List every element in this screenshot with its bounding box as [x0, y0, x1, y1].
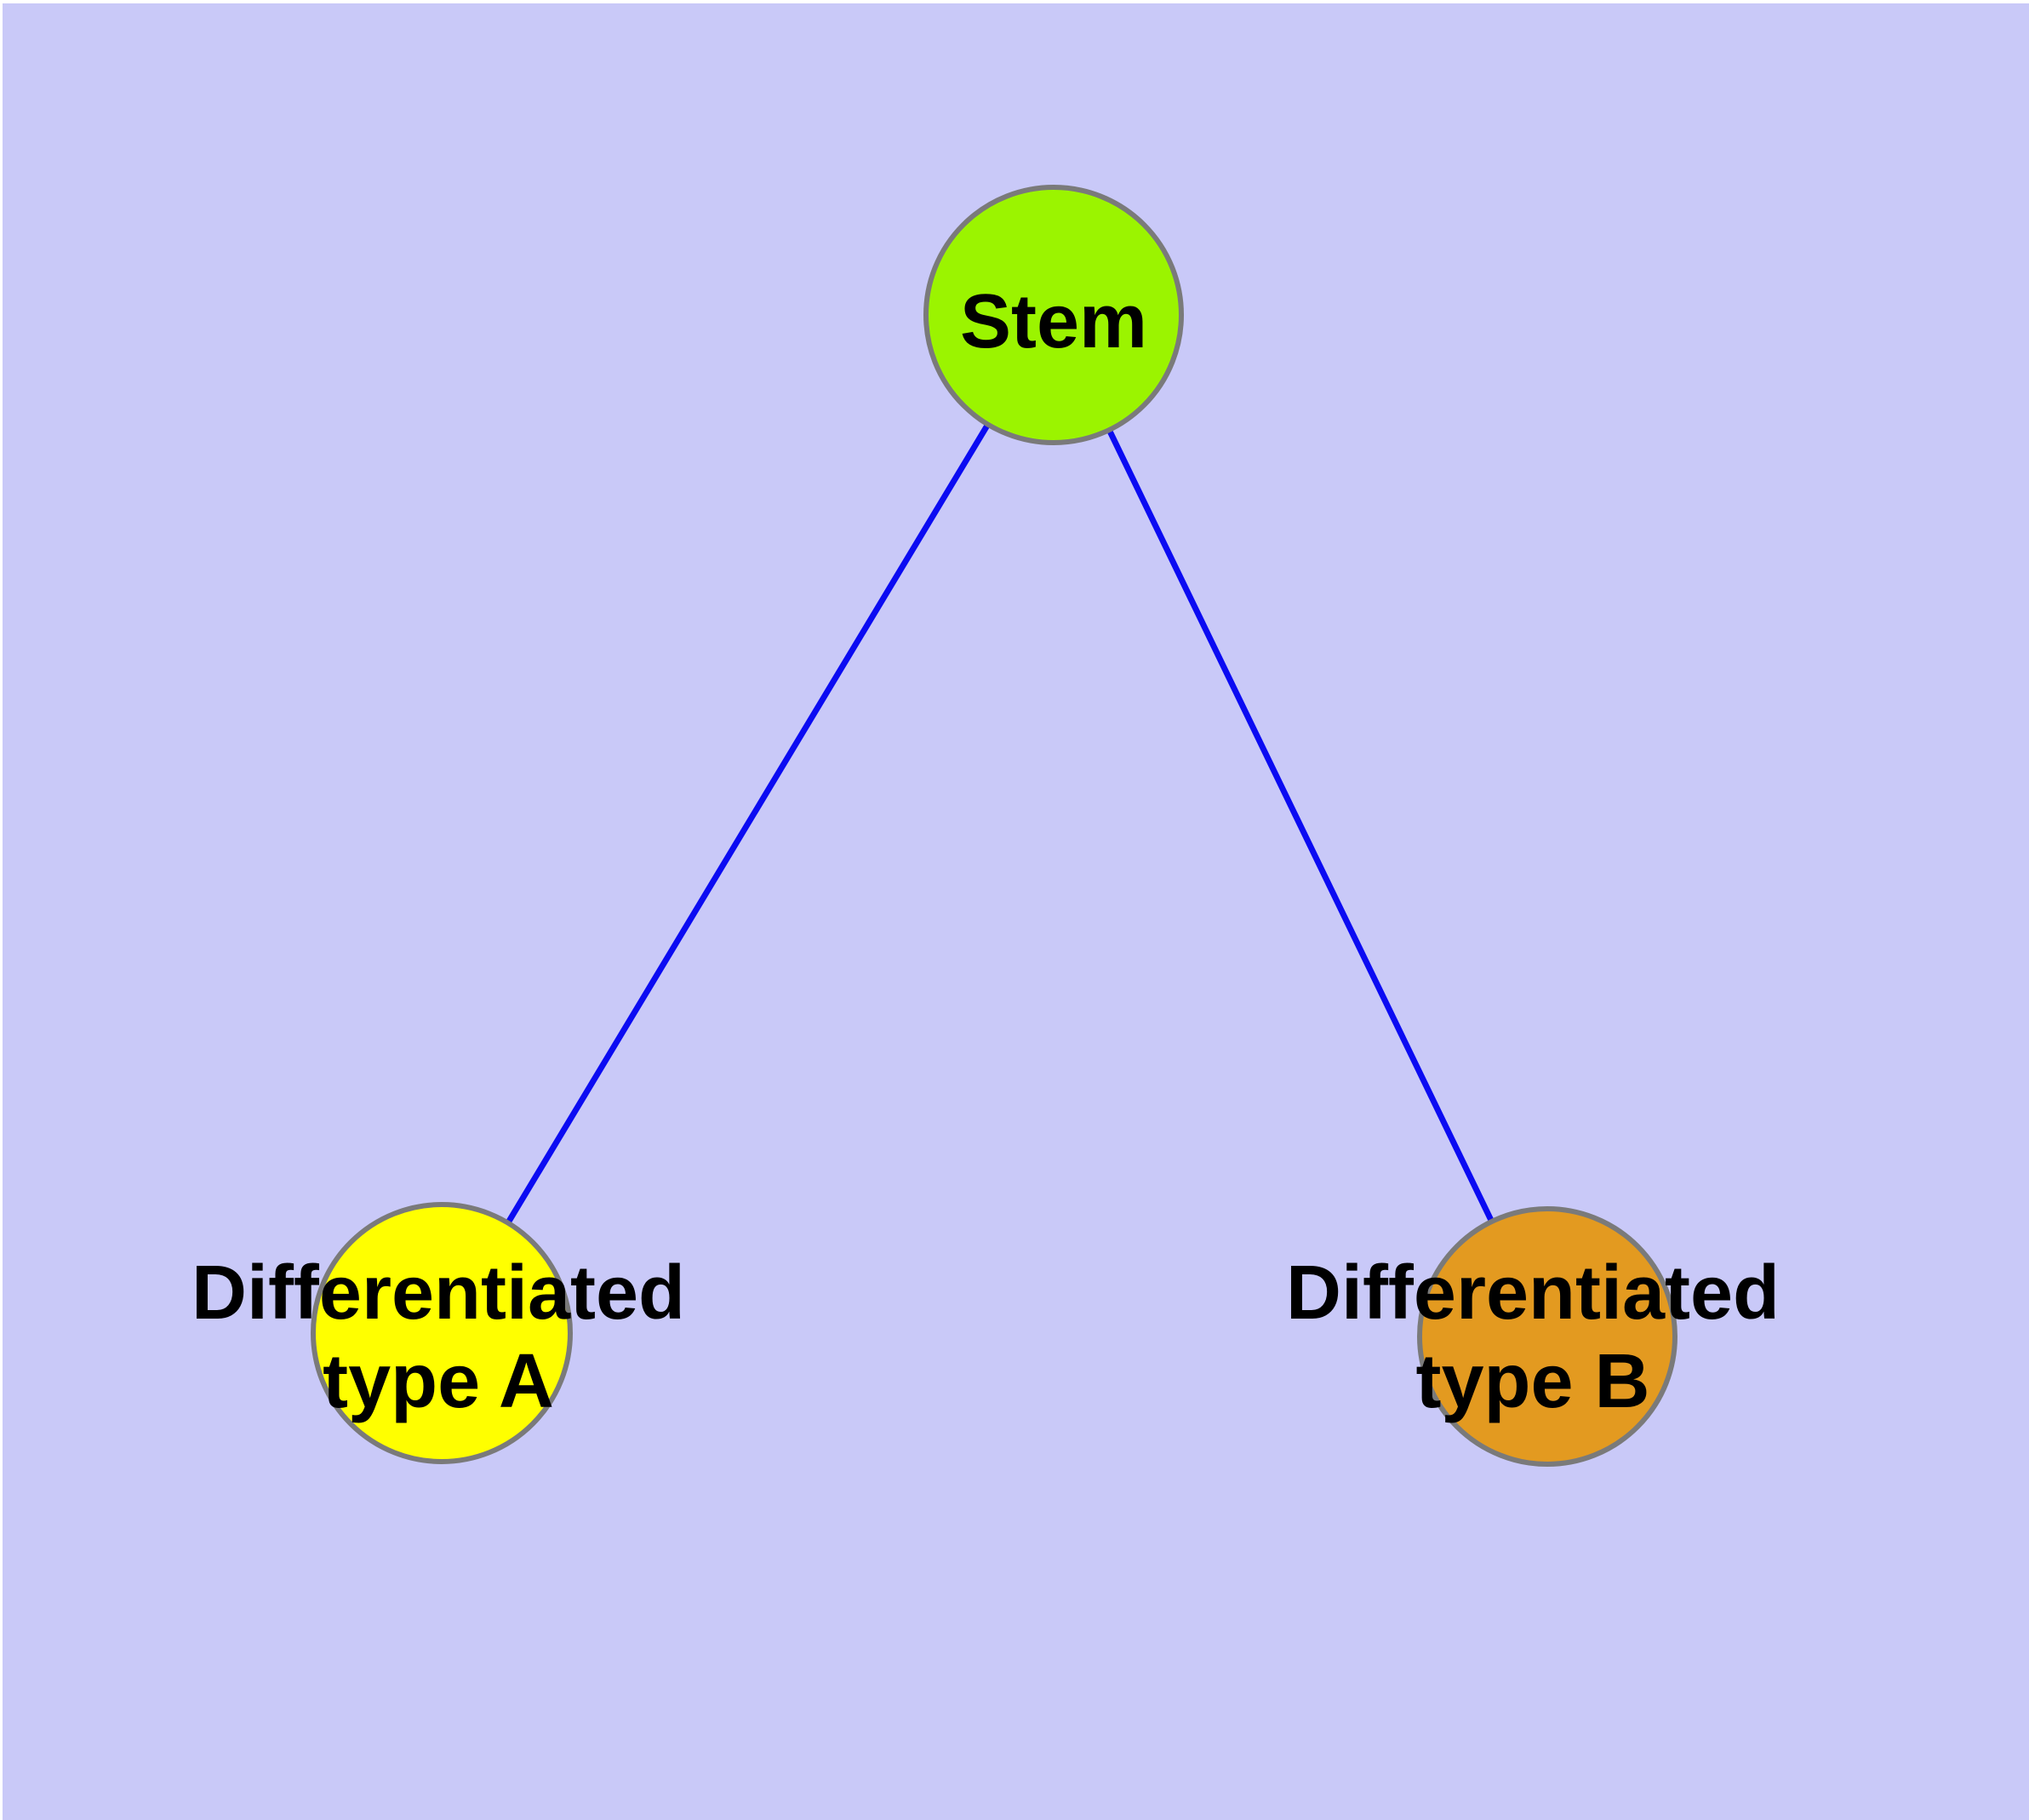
node-differentiated-type-a — [311, 1202, 573, 1464]
node-type-b-label-line1: Differentiated — [1286, 1251, 1780, 1336]
node-type-b-label-line2: type B — [1415, 1339, 1649, 1424]
node-stem-label: Stem — [960, 279, 1147, 364]
edge-stem-to-type-b — [1050, 313, 1551, 1338]
node-stem — [923, 185, 1184, 445]
node-type-a-label-line2: type A — [323, 1339, 554, 1424]
node-differentiated-type-b — [1417, 1206, 1677, 1467]
edge-stem-to-type-a — [439, 313, 1056, 1335]
node-type-a-label-line1: Differentiated — [191, 1251, 685, 1336]
